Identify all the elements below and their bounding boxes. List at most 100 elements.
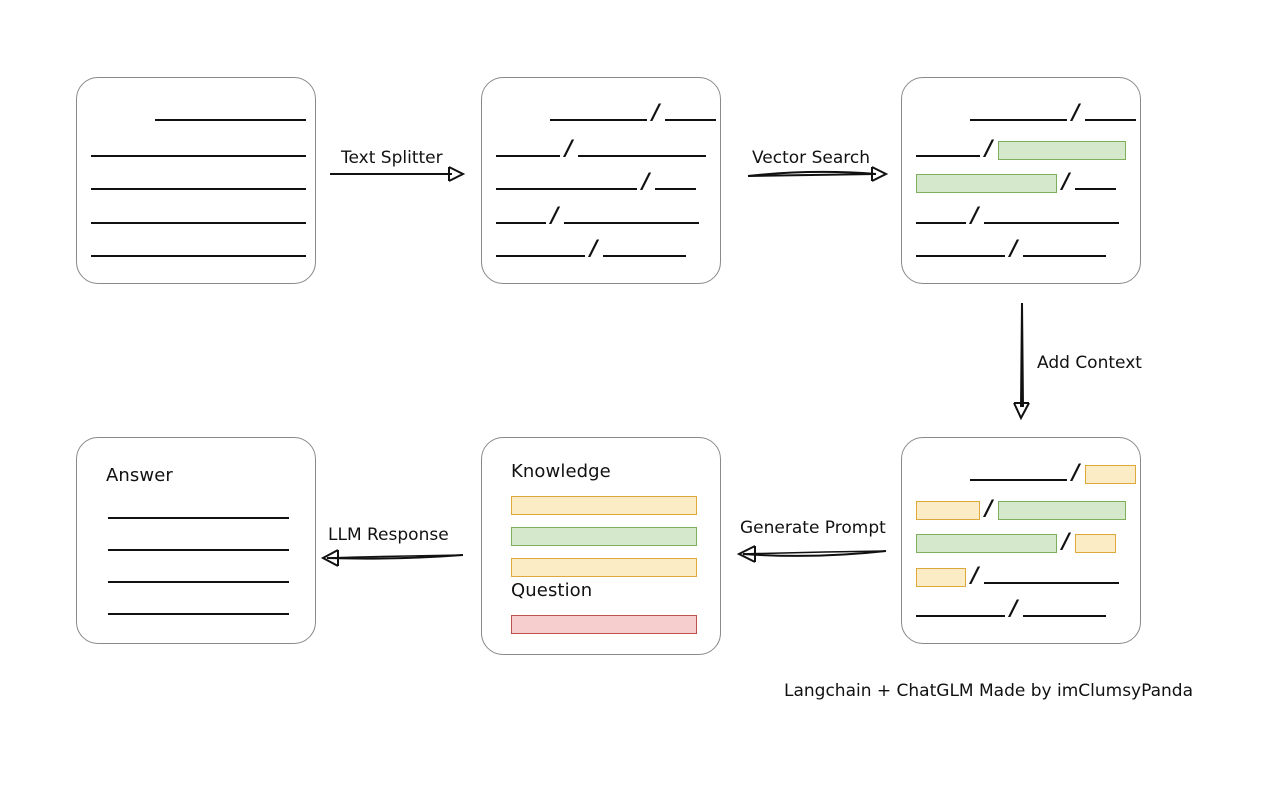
chunk-row: / [482,169,720,193]
chunk-row [77,240,315,260]
text-line-segment [983,222,1119,224]
highlight-yellow-segment [916,500,980,520]
chunk-row: / [902,136,1140,160]
highlight-green-segment [997,140,1126,160]
chunk-separator-slash: / [985,496,993,520]
chunk-row: / [482,205,720,227]
text-line-segment [983,582,1119,584]
card-split-chunks: / / / / / [481,77,721,284]
chunk-separator-slash: / [1010,596,1018,620]
chunk-row-inner: / [916,496,1140,520]
chunk-row [77,140,315,160]
text-line-segment [916,255,1005,257]
edge-add-context [1010,302,1036,421]
edge-label-text-splitter: Text Splitter [341,148,443,168]
chunk-row: / [482,100,720,124]
card-context-chunks: / / / / / [901,437,1141,644]
chunk-row-inner: / [496,205,720,227]
chunk-row: / [482,236,720,260]
knowledge-bar-yellow [511,496,697,515]
text-line-segment [563,222,699,224]
text-line-segment [91,255,306,257]
chunk-row: / [482,138,720,160]
text-line-segment [91,222,306,224]
answer-text-line [108,613,289,615]
text-line-segment [496,255,585,257]
chunk-separator-slash: / [590,236,598,260]
chunk-row: / [902,169,1140,193]
edge-label-add-context: Add Context [1037,353,1142,373]
chunk-row-inner: / [550,100,720,124]
chunk-row-inner: / [916,136,1140,160]
answer-text-line [108,581,289,583]
knowledge-bar-green [511,527,697,546]
chunk-separator-slash: / [971,563,979,587]
chunk-row-inner [91,140,315,160]
chunk-row-inner [91,207,315,227]
text-line-segment [155,119,306,121]
chunk-separator-slash: / [1062,169,1070,193]
card-answer: Answer [76,437,316,644]
chunk-row-inner: / [916,596,1140,620]
chunk-row-inner: / [496,169,720,193]
text-line-segment [496,155,560,157]
highlight-yellow-segment [1074,533,1116,553]
text-line-segment [970,119,1067,121]
text-line-segment [1074,188,1116,190]
edge-llm-response [320,545,465,571]
chunk-separator-slash: / [985,136,993,160]
chunk-row-inner: / [970,460,1140,484]
chunk-row-inner [155,104,315,124]
text-line-segment [496,188,637,190]
card-prompt: Knowledge Question [481,437,721,655]
highlight-green-segment [916,173,1057,193]
text-line-segment [916,222,966,224]
text-line-segment [602,255,686,257]
chunk-separator-slash: / [1010,236,1018,260]
highlight-yellow-segment [1084,464,1136,484]
answer-text-line [108,549,289,551]
text-line-segment [654,188,696,190]
text-line-segment [91,188,306,190]
text-line-segment [577,155,706,157]
chunk-separator-slash: / [1072,460,1080,484]
chunk-row-inner: / [496,236,720,260]
question-bar-red [511,615,697,634]
chunk-row-inner: / [916,563,1140,587]
chunk-separator-slash: / [642,169,650,193]
knowledge-bar-yellow [511,558,697,577]
text-line-segment [664,119,716,121]
chunk-separator-slash: / [1062,529,1070,553]
highlight-yellow-segment [916,567,966,587]
edge-label-vector-search: Vector Search [752,148,870,168]
text-line-segment [916,155,980,157]
chunk-row: / [902,236,1140,260]
chunk-separator-slash: / [1072,100,1080,124]
text-line-segment [91,155,306,157]
card-matched-chunks: / / / / / [901,77,1141,284]
chunk-row: / [902,205,1140,227]
highlight-green-segment [916,533,1057,553]
text-line-segment [496,222,546,224]
chunk-row: / [902,496,1140,520]
question-label: Question [511,580,593,601]
chunk-separator-slash: / [652,100,660,124]
text-line-segment [970,479,1067,481]
chunk-row-inner: / [916,236,1140,260]
knowledge-label: Knowledge [511,461,611,482]
chunk-row [77,104,315,124]
chunk-row-inner [91,240,315,260]
chunk-row-inner [91,173,315,193]
chunk-row-inner: / [970,100,1140,124]
edge-label-generate-prompt: Generate Prompt [740,518,886,538]
answer-text-line [108,517,289,519]
card-source-document [76,77,316,284]
edge-text-splitter [330,160,466,186]
text-line-segment [550,119,647,121]
chunk-row: / [902,100,1140,124]
matched-chunks-lines: / / / / / [902,78,1140,283]
edge-label-llm-response: LLM Response [328,525,449,545]
chunk-row [77,173,315,193]
chunk-row: / [902,460,1140,484]
